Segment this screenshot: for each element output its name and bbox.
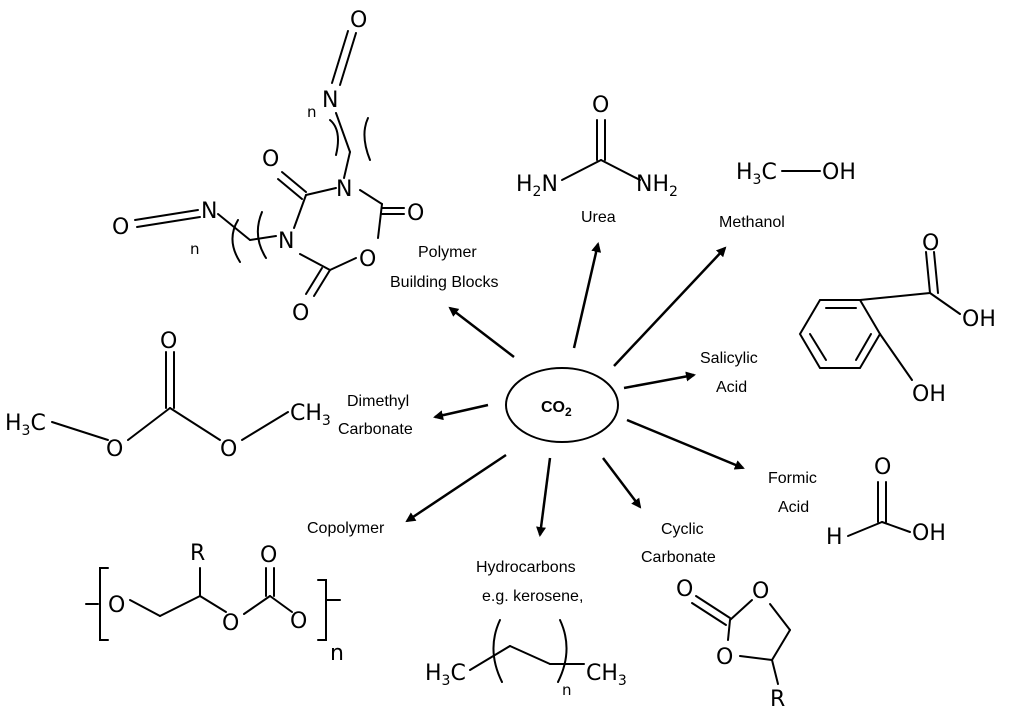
atom: O — [260, 543, 277, 568]
label-hydrocarbons-2: e.g. kerosene, — [482, 588, 583, 605]
atom: O — [874, 455, 891, 480]
label-hydrocarbons-1: Hydrocarbons — [476, 559, 576, 576]
label-urea: Urea — [581, 209, 616, 226]
atom: O — [160, 329, 177, 354]
atom: O — [922, 231, 939, 256]
atom: O — [359, 247, 376, 272]
label-formic-1: Formic — [768, 470, 817, 487]
label-salicylic-2: Acid — [716, 379, 747, 396]
structure-salicylic: O OH OH — [798, 231, 996, 407]
atom: CH3 — [586, 661, 627, 689]
atom: CH3 — [290, 401, 331, 429]
atom: O — [292, 301, 309, 326]
atom: O — [108, 593, 125, 618]
atom: O — [676, 577, 693, 602]
arrow-urea — [572, 242, 602, 349]
arrow-formic — [626, 418, 745, 470]
label-dimethyl-1: Dimethyl — [347, 393, 409, 410]
arrow-salicylic — [623, 371, 696, 390]
label-salicylic-1: Salicylic — [700, 350, 758, 367]
label-polymer-1: Polymer — [418, 244, 477, 261]
atom: H2N — [516, 172, 558, 200]
arrow-polymer — [448, 306, 515, 358]
atom: O — [106, 437, 123, 462]
arrow-hydrocarbons — [536, 457, 552, 537]
label-polymer-2: Building Blocks — [390, 274, 499, 291]
label-copolymer: Copolymer — [307, 520, 385, 537]
atom: NH2 — [636, 172, 678, 200]
label-cyclic-2: Carbonate — [641, 549, 716, 566]
atom: N — [278, 229, 294, 254]
co2-ellipse — [505, 367, 619, 443]
arrow-methanol — [613, 246, 727, 367]
structure-hydrocarbon: H3C n CH3 — [425, 619, 627, 699]
atom: n — [562, 681, 572, 699]
atom: OH — [912, 382, 946, 407]
atom: n — [330, 641, 344, 666]
structure-copolymer: O R O O O n — [85, 541, 344, 666]
atom: O — [112, 215, 129, 240]
atom: O — [752, 579, 769, 604]
label-methanol: Methanol — [719, 214, 785, 231]
atom: OH — [822, 160, 856, 185]
atom: n — [307, 103, 317, 121]
arrow-cyclic — [602, 457, 642, 509]
atom: OH — [912, 521, 946, 546]
atom: R — [770, 687, 785, 711]
arrow-dimethyl — [433, 403, 489, 421]
atom: N — [201, 199, 217, 224]
label-cyclic-1: Cyclic — [661, 521, 704, 538]
atom: O — [222, 611, 239, 636]
atom: O — [220, 437, 237, 462]
structure-urea: O H2N NH2 — [516, 93, 678, 200]
structure-cyclic-carbonate: O O O R — [676, 577, 791, 711]
label-dimethyl-2: Carbonate — [338, 421, 413, 438]
atom: O — [262, 147, 279, 172]
atom: n — [190, 240, 200, 258]
structure-methanol: H3C OH — [736, 160, 856, 188]
atom: O — [350, 8, 367, 33]
structure-formic: O H OH — [826, 455, 946, 550]
atom: H3C — [425, 661, 466, 689]
atom: H3C — [5, 411, 46, 439]
co2-label: CO2 — [541, 399, 572, 419]
atom: H3C — [736, 160, 777, 188]
atom: O — [407, 201, 424, 226]
atom: O — [716, 645, 733, 670]
atom: O — [592, 93, 609, 118]
structure-dimethyl-carbonate: H3C O O O CH3 — [5, 329, 331, 462]
atom: N — [336, 177, 352, 202]
atom: O — [290, 609, 307, 634]
atom: R — [190, 541, 205, 566]
label-formic-2: Acid — [778, 499, 809, 516]
structure-polymer-block: O N n N O O O O N n N O — [112, 8, 424, 326]
atom: N — [322, 88, 338, 113]
atom: H — [826, 525, 843, 550]
arrow-copolymer — [405, 453, 507, 523]
atom: OH — [962, 307, 996, 332]
